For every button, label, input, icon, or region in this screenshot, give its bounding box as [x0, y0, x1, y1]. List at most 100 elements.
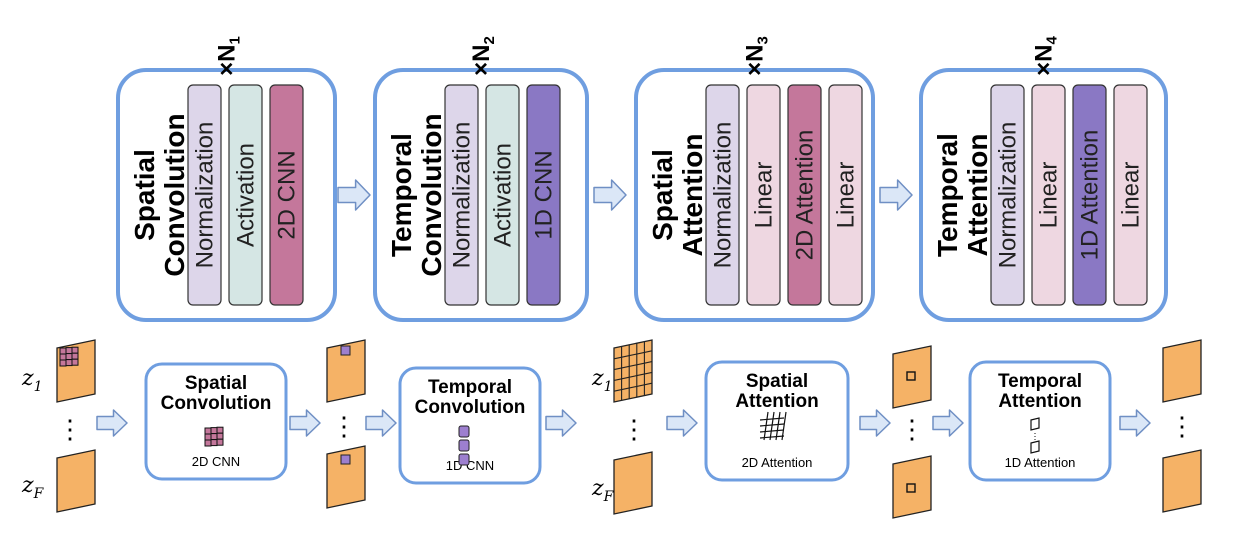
- arrow-icon: [1119, 409, 1151, 437]
- patch-cell: [216, 432, 224, 440]
- patch: [340, 345, 351, 356]
- block-title-line: Convolution: [416, 113, 447, 276]
- patch-cell: [216, 426, 224, 434]
- layer-label: 1D CNN: [531, 150, 558, 239]
- cnn2d-icon: [204, 426, 224, 447]
- patch: [340, 454, 351, 465]
- arrow-icon: [545, 409, 577, 437]
- patch-cell: [210, 433, 218, 441]
- patch-cell: [210, 439, 218, 447]
- frame-gridded-top: [613, 339, 653, 403]
- token-square: [1030, 417, 1040, 431]
- layer-box: [828, 84, 863, 306]
- stage-subtitle: 1D CNN: [446, 458, 494, 473]
- layer-label: Linear: [833, 162, 860, 229]
- layer-label: Normalization: [449, 122, 476, 269]
- layer-box: [1113, 84, 1148, 306]
- token-square: [906, 483, 916, 493]
- patch-cell: [204, 439, 212, 447]
- patch-cell: [65, 353, 73, 361]
- arrow-icon: [879, 179, 913, 211]
- block-title-line: Spatial: [129, 149, 160, 241]
- arrow-icon: [365, 409, 397, 437]
- layer-box: [187, 84, 222, 306]
- layer-box: [1031, 84, 1066, 306]
- stage-subtitle: 2D Attention: [742, 455, 813, 470]
- block-multiplier: ×N4: [1031, 35, 1061, 75]
- block-multiplier: ×N1: [214, 36, 244, 76]
- stage-subtitle: 2D CNN: [192, 454, 240, 469]
- token-square: [1030, 440, 1040, 454]
- frame-out1-top: [326, 339, 366, 403]
- patch-cell: [59, 353, 67, 361]
- block-multiplier: ×N2: [468, 36, 498, 76]
- stage-title-line: Attention: [998, 391, 1081, 412]
- stage-frame: [144, 362, 288, 481]
- arrow-icon: [932, 409, 964, 437]
- patch-cell: [65, 359, 73, 367]
- stage-title-line: Temporal: [428, 377, 512, 398]
- cnn1d-patch: [458, 453, 470, 466]
- patch-cell: [59, 347, 67, 355]
- layer-label: 1D Attention: [1077, 130, 1104, 261]
- grid-line: [613, 361, 653, 371]
- block-title-line: Attention: [962, 134, 993, 257]
- arrow-icon: [666, 409, 698, 437]
- grid-line: [759, 435, 785, 439]
- frame-output-top: [1162, 339, 1202, 403]
- stage-subtitle: 1D Attention: [1005, 455, 1076, 470]
- block-multiplier: ×N3: [742, 36, 772, 76]
- grid-overlay: [613, 341, 653, 401]
- frame-output-bottom: [1162, 449, 1202, 513]
- block-title-line: Convolution: [159, 113, 190, 276]
- stage-title-line: Convolution: [415, 397, 526, 418]
- frame-label: zF: [591, 476, 615, 505]
- stage-title-line: Attention: [735, 391, 818, 412]
- layer-label: Activation: [233, 143, 260, 247]
- grid-line: [775, 411, 781, 441]
- layer-label: Linear: [751, 162, 778, 229]
- block-title-line: Temporal: [932, 133, 963, 257]
- arrow-icon: [96, 409, 128, 437]
- patch-cell: [71, 358, 79, 366]
- grid-line: [613, 371, 653, 381]
- stage-title-line: Spatial: [746, 371, 808, 392]
- vertical-dots: ⋮: [899, 414, 925, 444]
- patch-cell: [71, 346, 79, 354]
- layer-box: [485, 84, 520, 306]
- layer-label: Activation: [490, 143, 517, 247]
- grid-line: [759, 429, 785, 433]
- stage-title-line: Temporal: [998, 371, 1082, 392]
- grid-line: [759, 417, 785, 421]
- frame-zF: [56, 449, 96, 513]
- layer-label: 2D CNN: [274, 150, 301, 239]
- layer-box: [990, 84, 1025, 306]
- frame-label: zF: [21, 473, 45, 502]
- cnn1d-patch: [458, 439, 470, 452]
- stage-frame: [398, 366, 542, 485]
- frame-out3-top: [892, 345, 932, 409]
- frame-out1-bottom: [326, 445, 366, 509]
- grid-line: [759, 423, 785, 427]
- block-title-line: Temporal: [386, 133, 417, 257]
- stage-title-line: Convolution: [161, 393, 272, 414]
- stage-frame: [968, 360, 1112, 482]
- patch-cell: [204, 427, 212, 435]
- layer-box: [228, 84, 263, 306]
- attention1d-icon: [1030, 417, 1040, 454]
- layer-label: Normalization: [192, 122, 219, 269]
- attention2d-icon: [759, 411, 787, 441]
- layer-box: [705, 84, 740, 306]
- cnn1d-patch: [458, 425, 470, 438]
- layer-label: Normalization: [710, 122, 737, 269]
- arrow-icon: [289, 409, 321, 437]
- arrow-icon: [337, 179, 371, 211]
- patch-cell: [210, 427, 218, 435]
- vertical-dots: ⋮: [331, 411, 357, 441]
